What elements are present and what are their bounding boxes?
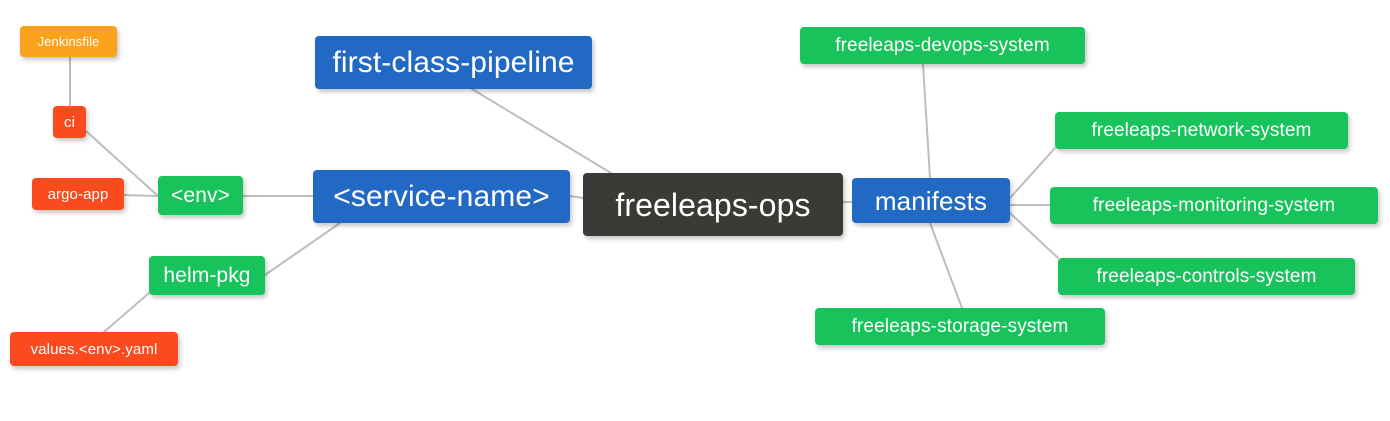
mindmap-node-storage[interactable]: freeleaps-storage-system bbox=[815, 308, 1105, 345]
mindmap-node-devops[interactable]: freeleaps-devops-system bbox=[800, 27, 1085, 64]
edge-servicename-to-helmpkg bbox=[264, 222, 341, 276]
edge-servicename-to-root bbox=[569, 195, 584, 199]
edge-manifests-to-storage bbox=[929, 222, 963, 309]
edge-manifests-to-devops bbox=[922, 63, 931, 179]
mindmap-node-env[interactable]: <env> bbox=[158, 176, 243, 215]
mindmap-node-valuesyaml[interactable]: values.<env>.yaml bbox=[10, 332, 178, 366]
edge-pipeline-to-root bbox=[471, 88, 612, 174]
mindmap-node-root[interactable]: freeleaps-ops bbox=[583, 173, 843, 236]
edge-argoapp-to-env bbox=[123, 194, 159, 197]
mindmap-node-controls[interactable]: freeleaps-controls-system bbox=[1058, 258, 1355, 295]
mindmap-node-pipeline[interactable]: first-class-pipeline bbox=[315, 36, 592, 89]
mindmap-node-argoapp[interactable]: argo-app bbox=[32, 178, 124, 210]
mindmap-node-manifests[interactable]: manifests bbox=[852, 178, 1010, 223]
mindmap-node-network[interactable]: freeleaps-network-system bbox=[1055, 112, 1348, 149]
mindmap-node-monitoring[interactable]: freeleaps-monitoring-system bbox=[1050, 187, 1378, 224]
mindmap-node-servicename[interactable]: <service-name> bbox=[313, 170, 570, 223]
mindmap-node-helmpkg[interactable]: helm-pkg bbox=[149, 256, 265, 295]
edge-helmpkg-to-valuesyaml bbox=[103, 292, 150, 333]
edge-manifests-to-network bbox=[1009, 147, 1056, 199]
mindmap-node-jenkinsfile[interactable]: Jenkinsfile bbox=[20, 26, 117, 57]
mindmap-node-ci[interactable]: ci bbox=[53, 106, 86, 138]
